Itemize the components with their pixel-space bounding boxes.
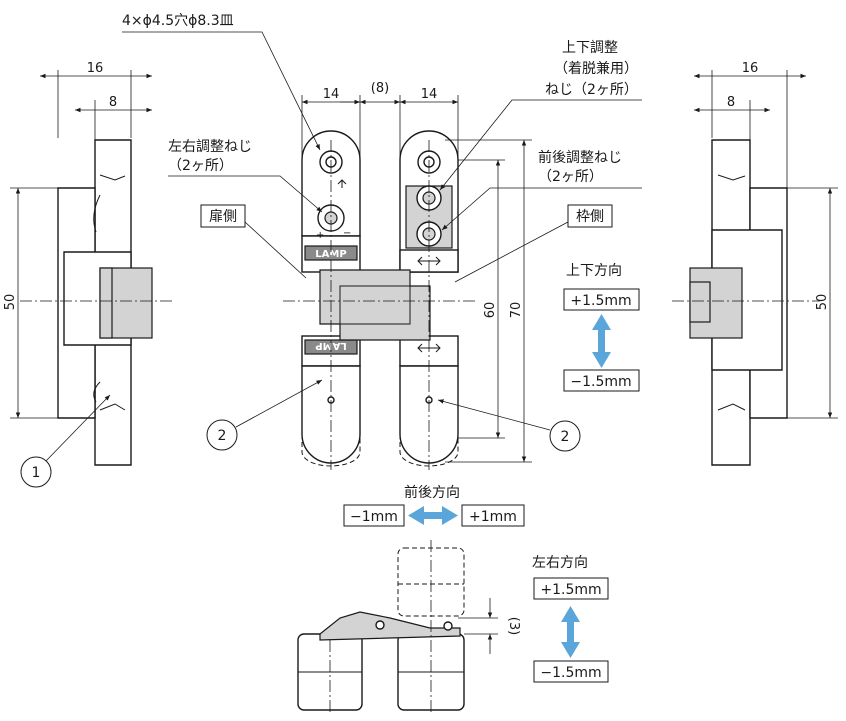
door-side-label: 扉側 [209, 209, 237, 225]
lateral-arrow-icon [561, 606, 580, 658]
vertical-screw-label-2: （着脱兼用） [554, 61, 638, 77]
lateral-minus-label: −1.5mm [540, 665, 601, 681]
hole-spec-label: 4×ϕ4.5穴ϕ8.3皿 [122, 13, 234, 29]
front-width-left-dim: 14 [323, 87, 340, 102]
depth-arrow-icon [408, 506, 458, 525]
left-height-dim: 50 [3, 294, 18, 311]
brand-upper: LAMP [315, 249, 346, 260]
left-width-dim: 16 [87, 61, 104, 76]
right-height-dim: 50 [815, 294, 830, 311]
front-height-outer-dim: 70 [509, 302, 524, 319]
right-inner-dim: 8 [727, 95, 735, 110]
vertical-screw-label-3: ねじ（2ヶ所） [545, 82, 638, 98]
left-inner-dim: 8 [109, 95, 117, 110]
vertical-minus-label: −1.5mm [570, 374, 631, 390]
vertical-plus-label: +1.5mm [570, 293, 631, 309]
frame-side-label: 枠側 [576, 209, 604, 225]
lateral-screw-label-1: 左右調整ねじ [168, 139, 252, 155]
front-height-inner-dim: 60 [483, 302, 498, 319]
callout-2-right: 2 [561, 429, 570, 445]
frame-side-box [567, 204, 613, 228]
left-side-view: 16 8 50 1 [3, 61, 172, 488]
svg-text:−: − [343, 228, 351, 239]
depth-screw-label-1: 前後調整ねじ [538, 149, 622, 166]
front-annotations: 4×ϕ4.5穴ϕ8.3皿 左右調整ねじ （2ヶ所） 扉側 上下調整 （着脱兼用）… [122, 13, 642, 392]
callout-1: 1 [32, 465, 41, 481]
bottom-offset-dim: (3) [506, 617, 521, 635]
lateral-screw-label-2: （2ヶ所） [168, 158, 233, 174]
front-view: 14 (8) 14 LAMP LAMP + − [206, 81, 581, 470]
right-width-dim: 16 [742, 61, 759, 76]
front-gap-dim: (8) [371, 81, 389, 96]
lateral-plus-label: +1.5mm [540, 582, 601, 598]
vertical-arrow-icon [592, 314, 611, 368]
bottom-top-view: (3) 左右方向 +1.5mm −1.5mm [297, 540, 609, 715]
depth-minus-label: −1mm [350, 509, 398, 525]
vertical-direction-label: 上下方向 [566, 263, 622, 279]
lateral-direction-label: 左右方向 [532, 555, 588, 571]
depth-plus-label: +1mm [469, 509, 517, 525]
front-width-right-dim: 14 [421, 87, 438, 102]
depth-screw-label-2: （2ヶ所） [538, 169, 603, 185]
depth-adjustment: 前後方向 −1mm +1mm [343, 484, 525, 527]
right-side-view: 16 8 50 [672, 61, 838, 466]
svg-text:+: + [316, 230, 324, 241]
callout-2-left: 2 [218, 428, 227, 444]
vertical-screw-label-1: 上下調整 [562, 40, 618, 56]
depth-direction-label: 前後方向 [404, 484, 460, 501]
door-side-box [200, 204, 246, 228]
